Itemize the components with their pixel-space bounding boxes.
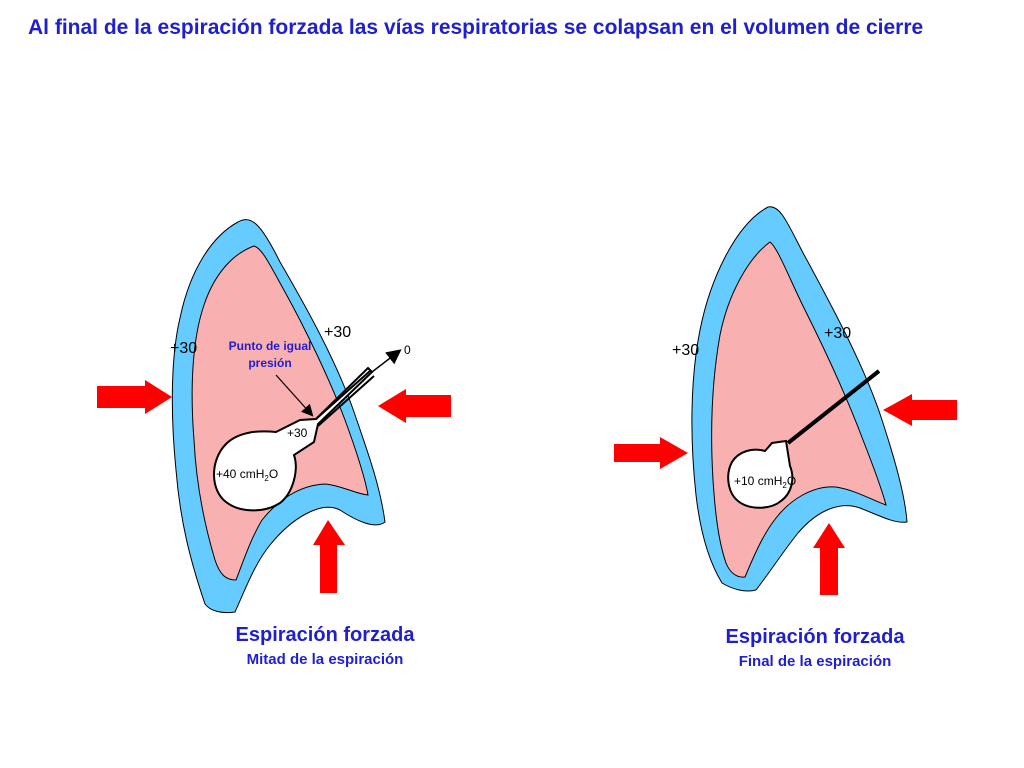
right-caption: Espiración forzada bbox=[726, 626, 906, 648]
right-pressure-left: +30 bbox=[672, 342, 699, 359]
left-pressure-right: +30 bbox=[324, 324, 351, 341]
left-equal-pressure-label-1: Punto de igual bbox=[229, 339, 312, 353]
right-alveolar-pressure: +10 cmH2O bbox=[734, 474, 796, 490]
left-arrow-from-left bbox=[97, 380, 172, 414]
right-collapsed-airway bbox=[786, 369, 881, 445]
right-alveolus bbox=[727, 439, 794, 509]
left-outlet-arrow bbox=[371, 349, 402, 373]
left-equal-pressure-pointer bbox=[275, 374, 314, 417]
left-arrow-from-below bbox=[313, 520, 345, 593]
left-equal-pressure-label-2: presión bbox=[248, 356, 291, 370]
page-title: Al final de la espiración forzada las ví… bbox=[28, 16, 924, 39]
right-lung-diagram: +30 +30 +10 cmH2O Espiración forzada Fin… bbox=[614, 206, 957, 670]
left-airway-upper-wall bbox=[315, 370, 371, 420]
left-caption: Espiración forzada bbox=[236, 624, 416, 646]
left-airway-pressure: +30 bbox=[287, 426, 308, 440]
left-arrow-from-right bbox=[378, 389, 451, 423]
left-airway-lower-wall bbox=[317, 375, 375, 427]
left-lung-diagram: +30 +30 Punto de igual presión 0 +30 +40… bbox=[97, 219, 451, 668]
right-subcaption: Final de la espiración bbox=[739, 653, 892, 670]
right-arrow-from-right bbox=[883, 394, 957, 426]
right-arrow-from-below bbox=[813, 523, 845, 595]
right-arrow-from-left bbox=[614, 437, 688, 469]
left-alveolar-pressure: +40 cmH2O bbox=[216, 467, 278, 483]
left-pressure-left: +30 bbox=[170, 340, 197, 357]
left-outlet-pressure: 0 bbox=[404, 343, 411, 357]
right-pressure-right: +30 bbox=[824, 325, 851, 342]
left-subcaption: Mitad de la espiración bbox=[247, 651, 404, 668]
